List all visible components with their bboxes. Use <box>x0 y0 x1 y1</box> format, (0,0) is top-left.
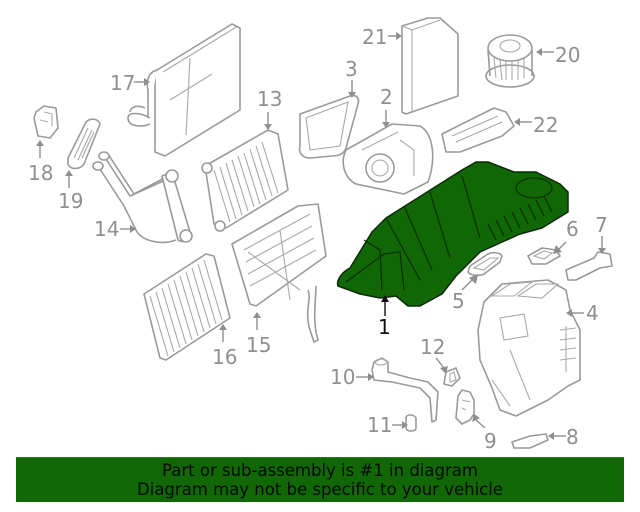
disclaimer-banner: Part or sub-assembly is #1 in diagram Di… <box>16 457 624 502</box>
callout-11[interactable]: 11 <box>367 413 392 437</box>
part-8-cover-plate[interactable] <box>511 433 549 449</box>
callout-15[interactable]: 15 <box>246 333 271 357</box>
part-20-blower-motor[interactable] <box>485 34 535 88</box>
part-4-distribution-case[interactable] <box>477 279 581 417</box>
callout-8[interactable]: 8 <box>566 425 579 449</box>
part-11-grommet-small[interactable] <box>405 414 417 432</box>
callout-4[interactable]: 4 <box>586 301 599 325</box>
part-1-hvac-housing[interactable] <box>336 161 569 307</box>
part-3-seal-frame[interactable] <box>298 94 360 159</box>
callout-9[interactable]: 9 <box>484 429 497 453</box>
callout-1[interactable]: 1 <box>378 315 391 339</box>
callout-2[interactable]: 2 <box>380 85 393 109</box>
part-22-resistor-bracket[interactable] <box>441 107 515 153</box>
part-12-grommet[interactable] <box>443 367 461 387</box>
part-10-drain-tube[interactable] <box>371 357 439 423</box>
part-9-actuator[interactable] <box>455 389 475 425</box>
callout-6[interactable]: 6 <box>566 217 579 241</box>
callout-12[interactable]: 12 <box>420 335 445 359</box>
callout-19[interactable]: 19 <box>58 189 83 213</box>
part-13-heater-core[interactable] <box>201 129 289 232</box>
callout-10[interactable]: 10 <box>330 365 355 389</box>
callout-16[interactable]: 16 <box>212 345 237 369</box>
part-6-seal-small[interactable] <box>527 247 561 265</box>
callout-17[interactable]: 17 <box>110 71 135 95</box>
part-16-filter-grid[interactable] <box>143 253 231 361</box>
part-21-cabin-filter[interactable] <box>401 17 459 115</box>
part-7-duct-bracket[interactable] <box>565 251 613 281</box>
callout-14[interactable]: 14 <box>94 217 119 241</box>
part-15-housing-cover[interactable] <box>231 203 327 343</box>
callout-22[interactable]: 22 <box>533 113 558 137</box>
banner-line-disclaimer: Diagram may not be specific to your vehi… <box>137 480 503 499</box>
callout-21[interactable]: 21 <box>362 25 387 49</box>
part-14-heater-pipes[interactable] <box>92 151 193 244</box>
callout-18[interactable]: 18 <box>28 161 53 185</box>
banner-line-part-note: Part or sub-assembly is #1 in diagram <box>162 461 478 480</box>
callout-5[interactable]: 5 <box>452 289 465 313</box>
callout-7[interactable]: 7 <box>595 213 608 237</box>
callout-3[interactable]: 3 <box>345 57 358 81</box>
callouts: 1 2 3 4 5 6 7 8 9 10 <box>28 25 608 453</box>
part-18-expansion-valve[interactable] <box>33 105 59 139</box>
callout-13[interactable]: 13 <box>257 87 282 111</box>
part-2-blower-housing[interactable] <box>342 123 434 195</box>
part-19-gasket[interactable] <box>67 118 101 170</box>
part-5-seal[interactable] <box>467 251 503 277</box>
part-17-evaporator[interactable] <box>127 23 241 157</box>
callout-20[interactable]: 20 <box>555 43 580 67</box>
